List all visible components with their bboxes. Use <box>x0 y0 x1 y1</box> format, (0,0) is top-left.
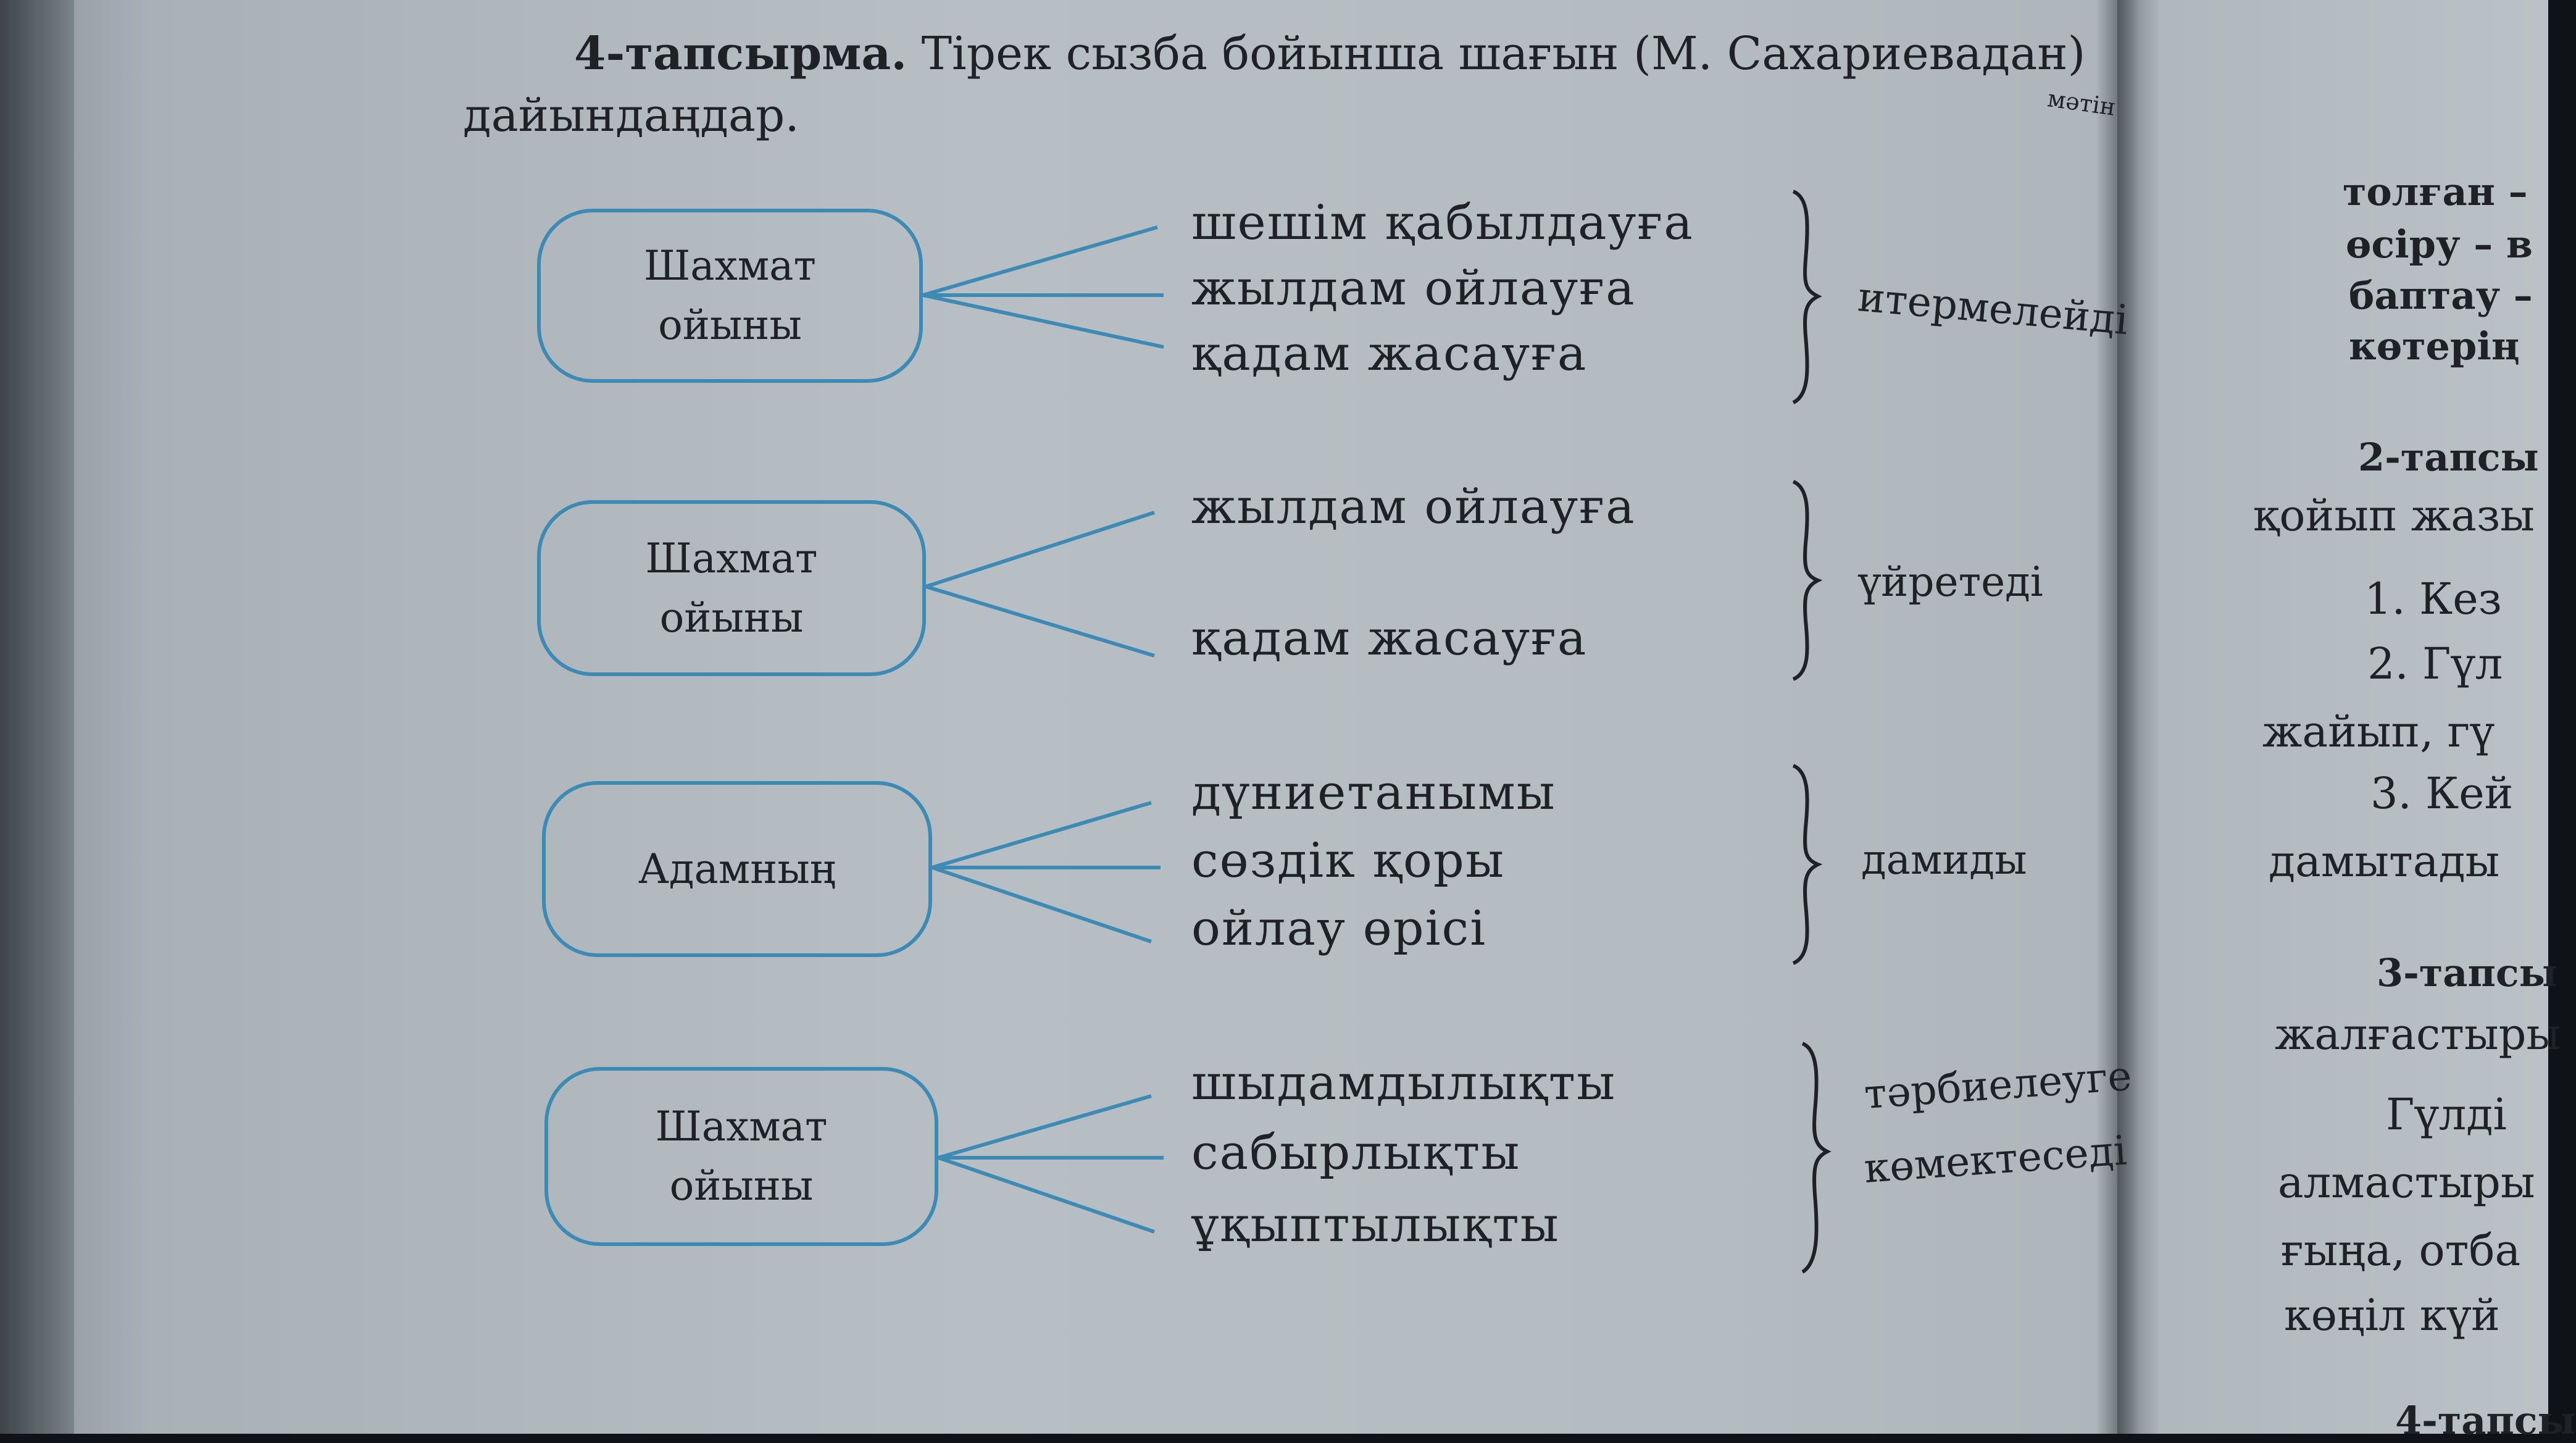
subject-box-3: Адамның <box>542 781 932 957</box>
item-text: ұқыптылықты <box>1191 1197 1560 1253</box>
subject-line: Адамның <box>638 845 836 893</box>
item-text: сөздік қоры <box>1191 833 1505 889</box>
left-page <box>25 0 2117 1434</box>
right-page-text: 3-тапсы <box>2377 950 2557 995</box>
right-page-text: жайып, гү <box>2262 706 2495 757</box>
subject-line: ойыны <box>658 301 802 349</box>
right-page-text: ғыңа, отба <box>2281 1225 2521 1276</box>
subject-box-1: Шахмат ойыны <box>537 209 923 383</box>
item-text: дүниетанымы <box>1191 765 1556 821</box>
item-text: шыдамдылықты <box>1191 1055 1617 1111</box>
right-page-text: жалғастыры <box>2275 1009 2561 1060</box>
subject-line: ойыны <box>669 1162 814 1210</box>
item-text: сабырлықты <box>1191 1125 1521 1181</box>
item-text: шешім қабылдауға <box>1191 195 1694 251</box>
task-text: Тірек сызба бойынша шағын (М. Сахариевад… <box>921 27 2086 80</box>
book-spine <box>2096 0 2139 1434</box>
item-text: жылдам ойлауға <box>1191 479 1636 535</box>
right-page-text: баптау – <box>2349 273 2533 318</box>
right-page-text: қойып жазы <box>2253 490 2535 541</box>
right-page-text: алмастыры <box>2278 1157 2535 1208</box>
task-number: 4-тапсырма. <box>574 27 907 80</box>
subject-box-4: Шахмат ойыны <box>544 1067 938 1246</box>
page-edge <box>0 0 74 1434</box>
subject-line: ойыны <box>659 593 804 642</box>
subject-line: Шахмат <box>655 1103 828 1151</box>
right-page-text: 2. Гүл <box>2367 638 2503 689</box>
item-text: жылдам ойлауға <box>1191 261 1636 316</box>
right-page-text: өсіру – в <box>2346 222 2533 267</box>
verb-text: дамиды <box>1861 836 2027 884</box>
item-text: ойлау өрісі <box>1191 901 1487 956</box>
right-page-text: көтерің <box>2349 324 2520 369</box>
right-page-text: толған – <box>2343 169 2528 214</box>
subject-line: Шахмат <box>643 242 817 290</box>
right-page <box>2117 0 2548 1434</box>
verb-text: үйретеді <box>1858 558 2043 606</box>
task-text-line2: дайындаңдар. <box>463 89 799 142</box>
right-page-text: 4-тапсы <box>2395 1398 2576 1443</box>
right-page-text: Гүлді <box>2386 1089 2507 1140</box>
right-page-text: дамытады <box>2269 836 2500 887</box>
item-text: қадам жасауға <box>1191 326 1588 382</box>
right-page-text: 3. Кей <box>2370 768 2514 819</box>
item-text: қадам жасауға <box>1191 611 1588 666</box>
task-heading: 4-тапсырма. Тірек сызба бойынша шағын (М… <box>574 31 2085 77</box>
subject-line: Шахмат <box>645 534 818 582</box>
right-page-text: 1. Кез <box>2364 574 2502 624</box>
right-page-text: 2-тапсы <box>2358 435 2539 480</box>
subject-box-2: Шахмат ойыны <box>537 500 926 676</box>
right-page-text: көңіл күй <box>2284 1290 2500 1341</box>
